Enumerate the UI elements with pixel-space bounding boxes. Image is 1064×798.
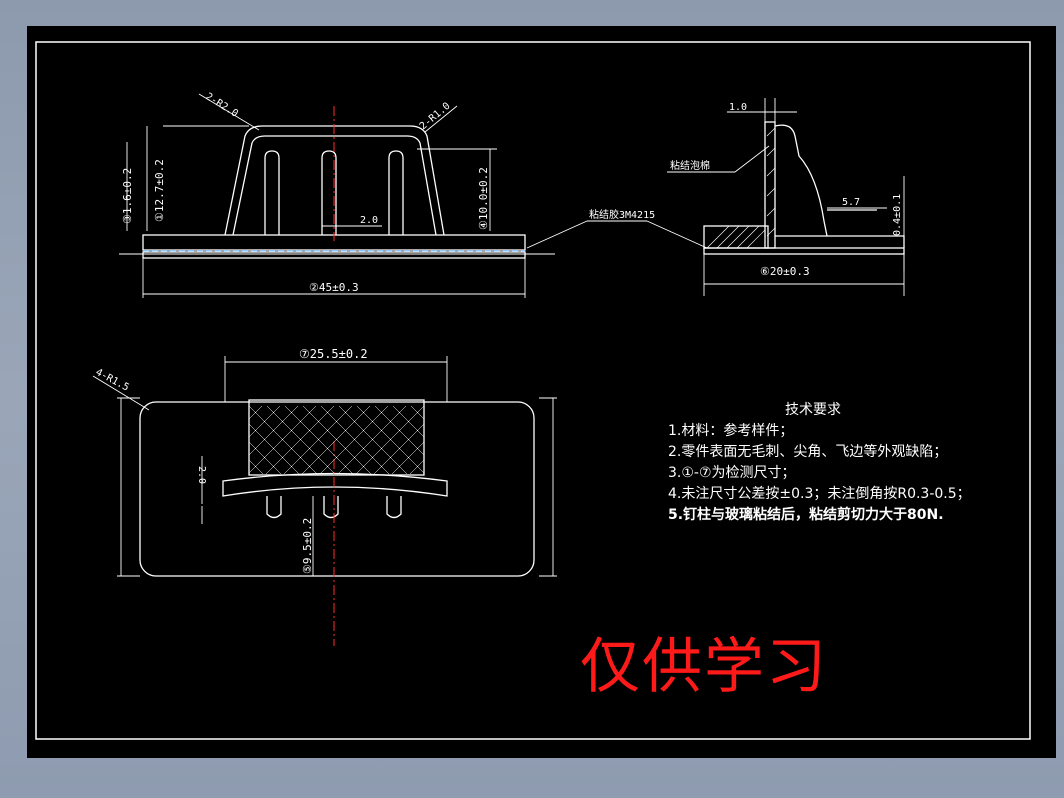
side-dim-step: 5.7 (842, 197, 860, 208)
front-view-dimensions (126, 93, 708, 298)
top-view (139, 399, 535, 646)
side-dim-top: 1.0 (729, 102, 747, 113)
front-dim-height-total: ③1.6±0.2 (121, 168, 134, 224)
drawing-border (35, 41, 1031, 740)
cad-model-space[interactable]: 2-R2.0 2-R1.0 ③1.6±0.2 ①12.7±0.2 ④10.0±0… (27, 26, 1056, 758)
front-dim-height-right: ④10.0±0.2 (477, 167, 490, 230)
side-view-hatch (706, 127, 776, 249)
side-foam-label: 粘结泡棉 (670, 159, 710, 172)
front-view (119, 106, 555, 259)
notes-title: 技术要求 (785, 402, 841, 418)
top-corner-radius: 4-R1.5 (94, 367, 131, 394)
side-dim-thickness: 0.4±0.1 (892, 194, 903, 236)
front-dim-height-pin: ①12.7±0.2 (153, 159, 166, 222)
technical-requirements: 技术要求 1.材料：参考样件； 2.零件表面无毛刺、尖角、飞边等外观缺陷； 3.… (668, 400, 971, 526)
front-radius-right: 2-R1.0 (418, 101, 453, 133)
side-view (703, 121, 905, 255)
note-item: 2.零件表面无毛刺、尖角、飞边等外观缺陷； (668, 444, 948, 460)
front-dim-pin-width: 2.0 (360, 215, 378, 226)
note-item: 1.材料：参考样件； (668, 423, 794, 439)
side-dim-width: ⑥20±0.3 (760, 265, 810, 278)
top-view-dimensions (92, 356, 557, 577)
note-item: 5.钉柱与玻璃粘结后，粘结剪切力大于80N. (668, 507, 944, 523)
top-view-crosshatch (248, 405, 425, 475)
side-view-dimensions (667, 98, 905, 296)
front-radius-left: 2-R2.0 (203, 91, 239, 119)
top-dim-offset: ⑤9.5±0.2 (301, 518, 314, 574)
watermark-text: 仅供学习 (580, 632, 828, 702)
front-dim-base-width: ②45±0.3 (309, 281, 359, 294)
cad-drawing: 2-R2.0 2-R1.0 ③1.6±0.2 ①12.7±0.2 ④10.0±0… (35, 41, 1031, 740)
front-adhesive-label: 粘结胶3M4215 (589, 208, 655, 221)
top-dim-rib: 2.0 (196, 466, 207, 484)
note-item: 4.未注尺寸公差按±0.3；未注倒角按R0.3-0.5； (668, 486, 971, 502)
note-item: 3.①-⑦为检测尺寸； (668, 465, 796, 481)
top-dim-width: ⑦25.5±0.2 (299, 347, 368, 361)
